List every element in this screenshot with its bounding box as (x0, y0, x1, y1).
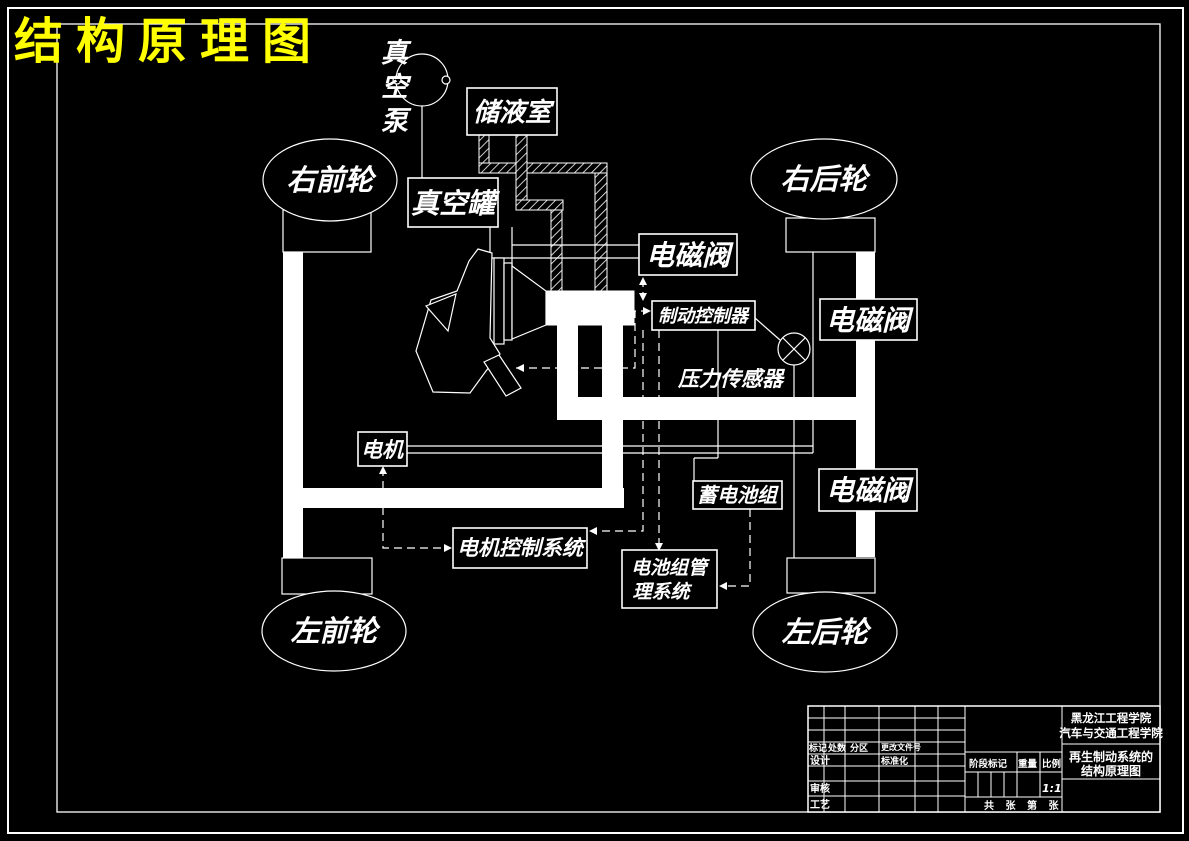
titleblock-process-label: 工艺 (810, 798, 830, 811)
hydraulic-bar-mc-left (557, 325, 578, 420)
pressure-sensor-symbol (777, 332, 811, 366)
brake-controller-box (651, 300, 756, 331)
battery-management-box (621, 549, 718, 609)
title-block-grid (808, 706, 1160, 812)
solenoid-valve-3-box (818, 468, 918, 512)
vacuum-booster (511, 264, 547, 340)
arrowhead (719, 582, 727, 590)
arrowhead (639, 293, 647, 301)
pedal-pad (483, 354, 522, 397)
brake-controller-label: 制动控制器 (658, 306, 750, 327)
battery-pack-box (692, 480, 783, 510)
wheel-left-rear-label: 左后轮 (781, 615, 872, 649)
wheel-right-front (262, 138, 398, 222)
brake-pedal-assembly (415, 248, 635, 397)
vacuum-pump-symbol (392, 53, 451, 107)
titleblock-weight-label: 重量 (1018, 758, 1038, 770)
arrowhead (643, 307, 651, 315)
solenoid-valve-3-label: 电磁阀 (826, 474, 914, 507)
reservoir-box (466, 87, 558, 136)
vacuum-tank-label: 真空罐 (411, 187, 500, 220)
wheel-right-rear (750, 138, 898, 220)
titleblock-standardization-label: 标准化 (880, 755, 908, 767)
titleblock-design-label: 设计 (810, 754, 830, 767)
titleblock-stagemark-label: 阶段标记 (969, 758, 1008, 770)
wheels (261, 138, 898, 673)
brake-pedal (415, 248, 501, 394)
pedal-bracket (424, 293, 457, 333)
motor-control-system-label: 电机控制系统 (457, 536, 587, 560)
hydraulic-band-rear (557, 397, 875, 420)
wheel-left-front (261, 590, 407, 672)
title-block: 标记 处数 分区 更改文件号 设计 标准化 审核 工艺 阶段标记 重量 比例 1… (807, 705, 1163, 813)
solenoid-valve-2-box (819, 298, 918, 341)
battery-pack-label: 蓄电池组 (697, 483, 779, 507)
arrowhead (516, 364, 524, 372)
titleblock-scale-value: 1:1 (1042, 782, 1062, 795)
wheel-left-front-label: 左前轮 (290, 614, 381, 648)
reservoir-label: 储液室 (473, 98, 555, 128)
arrowhead (655, 543, 663, 551)
solid-connections (407, 106, 814, 558)
titleblock-zone-label: 分区 (850, 742, 868, 754)
drawing-border (7, 7, 1184, 834)
wheel-left-rear (752, 591, 898, 673)
titleblock-sheet-info: 共 张 第 张 (984, 799, 1062, 812)
booster-plate (503, 262, 513, 341)
arrowhead (589, 527, 597, 535)
arrowhead (639, 277, 647, 285)
titleblock-drawing-name-line1: 再生制动系统的 (1069, 749, 1153, 764)
arrowhead (444, 544, 452, 552)
signal-connections (379, 277, 751, 590)
drawing-title: 结构原理图 (14, 13, 324, 70)
titleblock-count-label: 处数 (827, 742, 847, 754)
solenoid-valve-2-label: 电磁阀 (826, 304, 914, 337)
battery-management-label-line2: 理系统 (632, 581, 692, 603)
titleblock-school-line2: 汽车与交通工程学院 (1059, 726, 1163, 740)
titleblock-school-line1: 黑龙江工程学院 (1071, 711, 1152, 725)
arrowhead (379, 466, 387, 474)
titleblock-scale-label: 比例 (1042, 758, 1061, 770)
titleblock-changedoc-label: 更改文件号 (881, 742, 921, 752)
titleblock-drawing-name-line2: 结构原理图 (1081, 763, 1141, 778)
hydraulic-bar-left (283, 252, 303, 558)
motor-label: 电机 (361, 438, 405, 462)
master-cylinder (545, 290, 635, 326)
titleblock-mark-label: 标记 (808, 742, 827, 754)
pressure-sensor-label: 压力传感器 (677, 367, 786, 391)
motor-box (357, 431, 408, 467)
vacuum-tank-box (407, 177, 499, 228)
wheel-cylinders (281, 209, 876, 595)
hydraulic-band-front (283, 488, 624, 508)
wheel-right-front-label: 右前轮 (286, 163, 377, 197)
booster-plate (493, 257, 505, 345)
solenoid-valve-1-label: 电磁阀 (646, 239, 734, 272)
titleblock-review-label: 审核 (810, 782, 830, 795)
motor-control-system-box (452, 527, 588, 569)
battery-management-label-line1: 电池组管 (631, 557, 710, 579)
solenoid-valve-1-box (638, 233, 738, 276)
wheel-right-rear-label: 右后轮 (780, 162, 871, 196)
vacuum-pump-label: 真空泵 (381, 38, 412, 137)
